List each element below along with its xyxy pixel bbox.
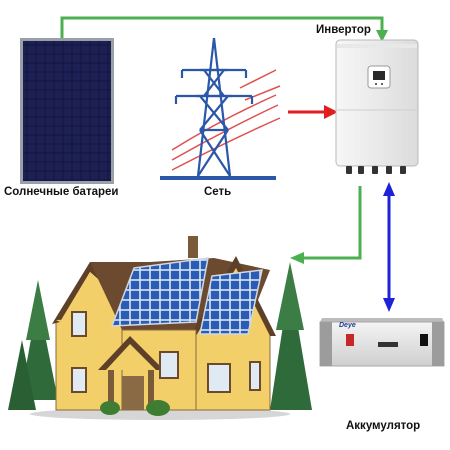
inverter-to-house-flow — [290, 186, 362, 264]
grid-to-inverter-flow — [288, 105, 338, 119]
house-icon — [30, 236, 290, 420]
solar-panels-label: Солнечные батареи — [4, 186, 119, 198]
inverter-icon — [335, 39, 419, 174]
grid-label: Сеть — [204, 186, 232, 198]
solar-to-inverter-flow — [60, 16, 388, 42]
solar-panel-icon — [20, 38, 114, 184]
battery-brand-logo: Deye — [339, 322, 356, 329]
trees-icon — [8, 262, 312, 410]
inverter-label: Инвертор — [316, 24, 371, 36]
battery-icon — [319, 318, 445, 367]
battery-label: Аккумулятор — [346, 420, 421, 432]
power-tower-icon — [160, 37, 281, 180]
inverter-battery-flow — [383, 182, 395, 312]
